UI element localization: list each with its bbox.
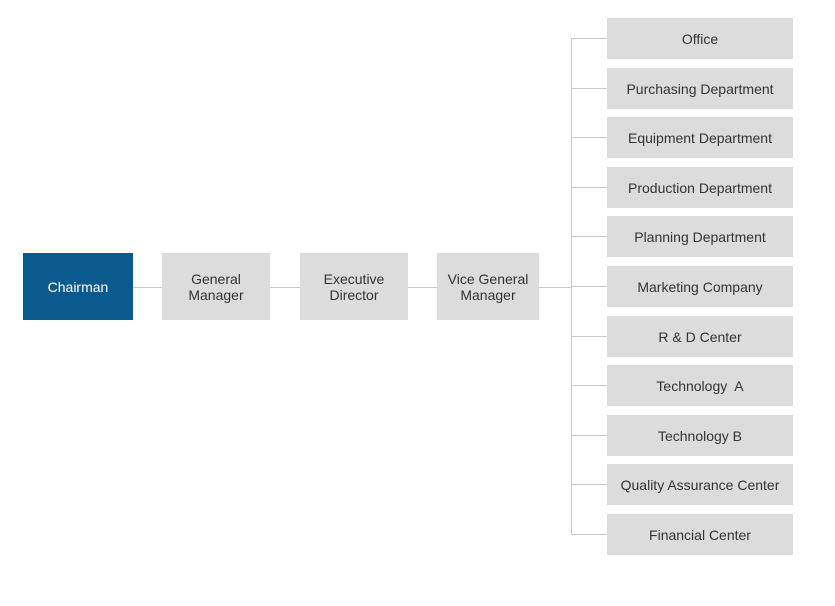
branch-line <box>571 534 607 535</box>
department-technology-a: Technology A <box>607 365 793 406</box>
department-planning: Planning Department <box>607 216 793 257</box>
branch-line <box>571 236 607 237</box>
branch-line <box>571 385 607 386</box>
connector-executive-vgm <box>408 287 437 288</box>
department-office: Office <box>607 18 793 59</box>
branch-line <box>571 137 607 138</box>
executive-director-box: Executive Director <box>300 253 408 320</box>
department-purchasing: Purchasing Department <box>607 68 793 109</box>
branch-line <box>571 336 607 337</box>
branch-line <box>571 187 607 188</box>
connector-vgm-trunk <box>539 287 571 288</box>
branch-line <box>571 38 607 39</box>
connector-gm-executive <box>270 287 300 288</box>
department-financial-center: Financial Center <box>607 514 793 555</box>
branch-line <box>571 88 607 89</box>
department-marketing: Marketing Company <box>607 266 793 307</box>
chairman-box: Chairman <box>23 253 133 320</box>
connector-chairman-gm <box>133 287 162 288</box>
branch-line <box>571 286 607 287</box>
branch-line <box>571 435 607 436</box>
department-technology-b: Technology B <box>607 415 793 456</box>
department-production: Production Department <box>607 167 793 208</box>
department-equipment: Equipment Department <box>607 117 793 158</box>
vice-general-manager-box: Vice General Manager <box>437 253 539 320</box>
department-rd-center: R & D Center <box>607 316 793 357</box>
branch-line <box>571 484 607 485</box>
general-manager-box: General Manager <box>162 253 270 320</box>
department-quality-assurance: Quality Assurance Center <box>607 464 793 505</box>
